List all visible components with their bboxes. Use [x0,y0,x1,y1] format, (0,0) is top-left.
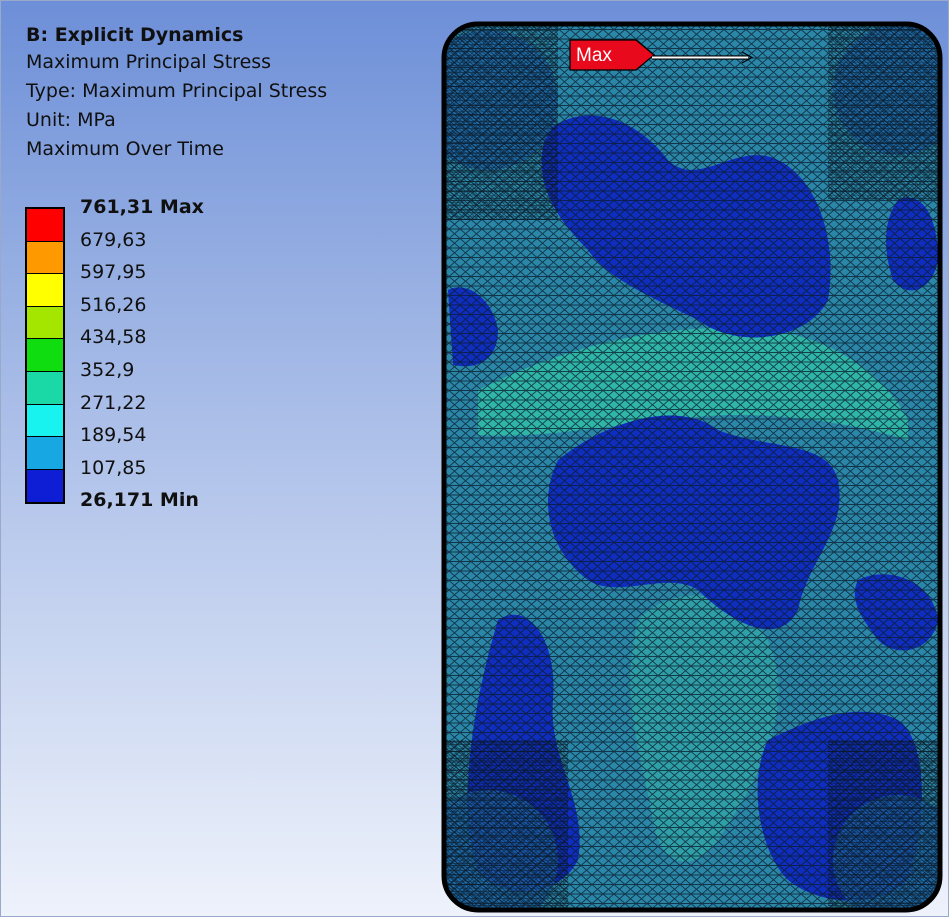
legend-swatch [27,274,63,307]
legend-label: 189,54 [80,424,147,447]
legend-label: 271,22 [80,391,147,414]
legend-label: 352,9 [80,359,135,381]
legend-label: 679,63 [80,228,147,251]
mesh-fine-tr [828,24,940,200]
max-probe-label: Max [576,45,612,66]
legend-label: 597,95 [80,261,147,284]
model-viewport[interactable] [438,20,946,915]
result-time-mode: Maximum Over Time [26,138,224,160]
legend-label: 434,58 [80,326,147,349]
legend-color-bar [25,207,65,505]
stress-contour [444,24,940,910]
legend-label: 516,26 [80,293,147,316]
legend-swatch [27,371,63,405]
legend-swatch [27,469,63,503]
result-info-panel: B: Explicit Dynamics Maximum Principal S… [26,22,327,164]
plate-outline [441,21,943,913]
analysis-title: B: Explicit Dynamics [26,24,244,46]
max-probe-flag [569,39,655,71]
result-name: Maximum Principal Stress [26,51,272,73]
mesh-fine-tl [444,24,558,220]
legend-label: 761,31 Max [80,196,204,218]
legend-swatch [27,339,63,372]
legend-swatch [27,241,63,275]
legend-swatch [27,437,63,470]
max-probe-marker[interactable]: Max [568,38,658,72]
legend-swatch [27,404,63,438]
legend-label: 107,85 [80,456,147,479]
result-type: Type: Maximum Principal Stress [26,80,328,102]
mesh-fine-bl [444,740,568,910]
max-probe-leader [652,51,754,64]
legend-label: 26,171 Min [80,489,199,512]
legend-swatch [27,306,63,340]
result-unit: Unit: MPa [26,109,116,131]
legend-swatch [27,209,63,242]
mesh-fine-br [828,740,940,910]
